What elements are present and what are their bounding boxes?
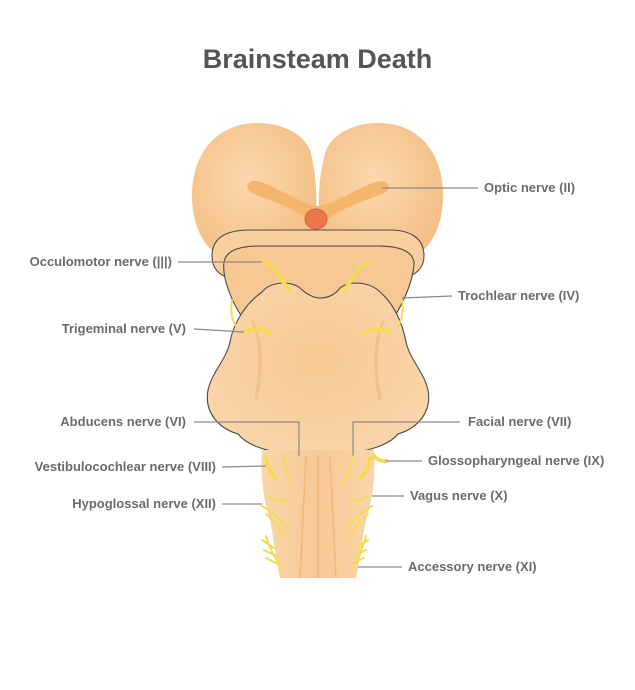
label-glossopharyngeal-nerve: Glossopharyngeal nerve (IX) <box>428 453 604 468</box>
pons <box>206 282 430 455</box>
diagram-title: Brainsteam Death <box>202 44 433 74</box>
medulla-fissure-right <box>329 455 337 579</box>
hypoglossal-nerve-right <box>345 505 373 529</box>
vagus-nerve-right <box>349 495 369 502</box>
vestibulocochlear-leader <box>221 465 267 468</box>
trochlear-nerve-left <box>230 299 237 327</box>
trigeminal-leader <box>193 328 245 333</box>
vagus-nerve-left <box>267 495 287 502</box>
label-vestibulocochlear-nerve: Vestibulocochlear nerve (VIII) <box>35 459 216 474</box>
label-accessory-nerve: Accessory nerve (XI) <box>408 559 537 574</box>
medulla-fissure-left <box>299 455 307 579</box>
accessory-nerve-right <box>353 535 367 569</box>
abducens-marker <box>194 421 300 456</box>
label-facial-nerve: Facial nerve (VII) <box>468 414 571 429</box>
trigeminal-nerve-right <box>362 327 392 336</box>
trochlear-leader <box>401 295 453 299</box>
label-optic-nerve: Optic nerve (II) <box>484 180 575 195</box>
accessory-nerve-left-2 <box>261 539 279 565</box>
label-occulomotor-nerve: Occulomotor nerve (|||) <box>30 254 172 269</box>
glossopharyngeal-nerve <box>372 454 388 464</box>
vestibulocochlear-nerve-left-2 <box>283 455 293 483</box>
label-hypoglossal-nerve: Hypoglossal nerve (XII) <box>72 496 216 511</box>
accessory-nerve-right-2 <box>351 539 369 565</box>
label-trochlear-nerve: Trochlear nerve (IV) <box>458 288 579 303</box>
hypoglossal-nerve-left <box>261 505 289 529</box>
occulomotor-nerve-right <box>342 260 372 292</box>
pons-groove-left <box>250 319 262 401</box>
trigeminal-nerve-left <box>242 327 272 336</box>
occulomotor-nerve-left <box>260 260 292 292</box>
facial-marker <box>352 421 460 456</box>
trochlear-nerve-right <box>397 297 404 327</box>
pons-groove-right <box>374 319 386 401</box>
label-abducens-nerve: Abducens nerve (VI) <box>60 414 186 429</box>
vestibulocochlear-nerve-right <box>358 456 372 480</box>
hypoglossal-nerve-left-2 <box>265 513 287 539</box>
label-trigeminal-nerve: Trigeminal nerve (V) <box>62 321 186 336</box>
pituitary-gland <box>304 208 328 230</box>
vestibulocochlear-nerve-left <box>264 456 278 480</box>
label-vagus-nerve: Vagus nerve (X) <box>410 488 508 503</box>
vestibulocochlear-nerve-right-2 <box>343 455 353 483</box>
hypoglossal-nerve-right-2 <box>347 513 369 539</box>
